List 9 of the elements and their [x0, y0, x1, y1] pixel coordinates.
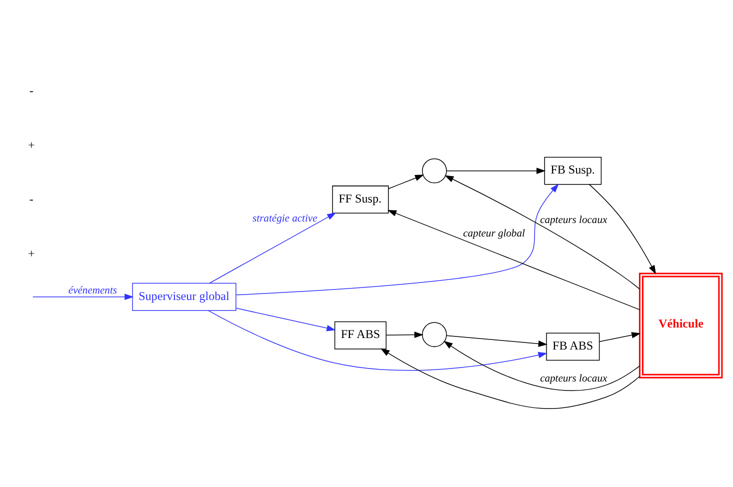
edge-label: capteur global — [463, 228, 525, 240]
edge-label: capteurs locaux — [540, 374, 608, 385]
label: + — [28, 246, 35, 260]
label: - — [29, 192, 34, 206]
label: - — [29, 83, 34, 98]
edge-label: stratégie active — [252, 214, 318, 225]
label: + — [28, 138, 35, 152]
edge-label: événements — [68, 285, 118, 296]
edge-label: capteurs locaux — [540, 215, 608, 226]
